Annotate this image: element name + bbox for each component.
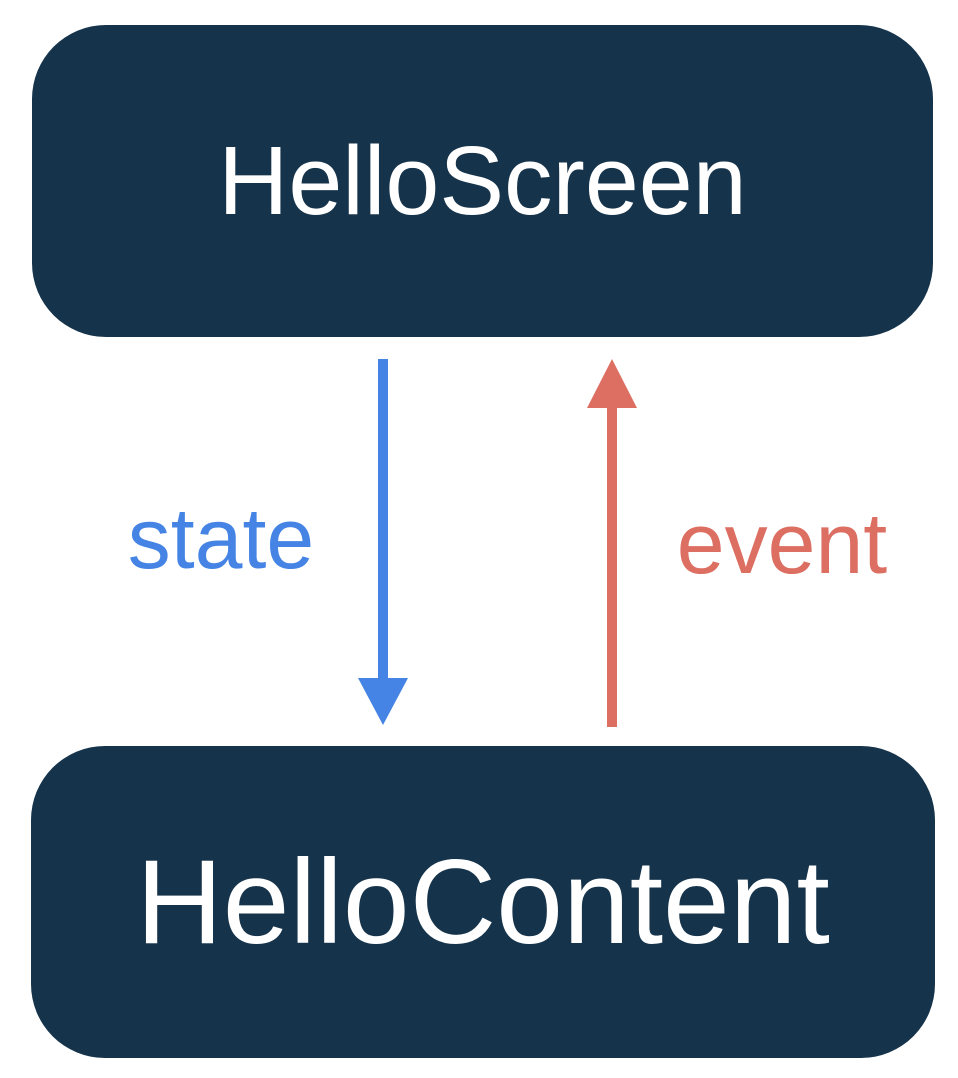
- hello-screen-box: HelloScreen: [32, 25, 933, 337]
- state-flow-label: state: [127, 491, 315, 587]
- hello-screen-box-label: HelloScreen: [218, 126, 747, 235]
- hello-content-box-label: HelloContent: [136, 835, 830, 969]
- event-arrowhead-up: [587, 359, 637, 408]
- state-arrow-shaft: [378, 359, 388, 678]
- hello-content-box: HelloContent: [31, 746, 935, 1058]
- state-arrowhead-down: [358, 678, 408, 725]
- event-arrow-shaft: [607, 408, 617, 727]
- event-flow-label: event: [676, 496, 888, 592]
